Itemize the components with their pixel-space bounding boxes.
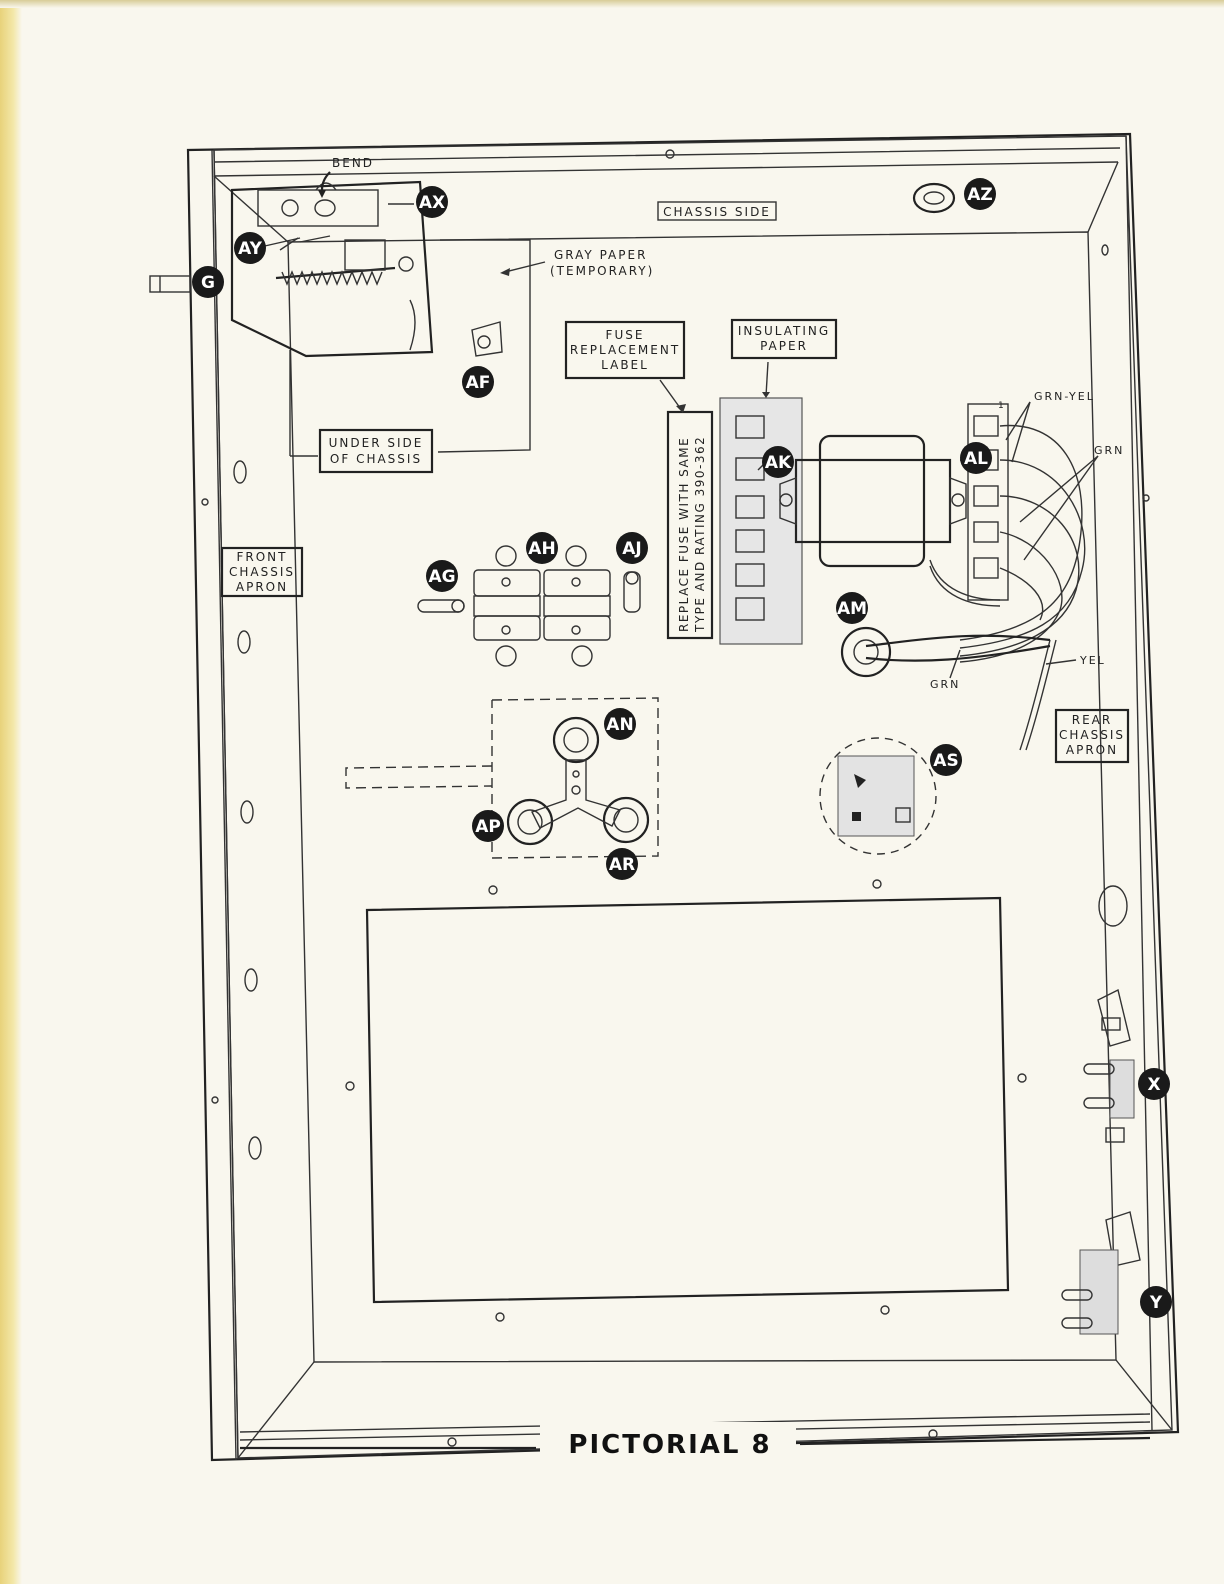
- callout-as: AS: [930, 744, 962, 776]
- small-bracket: [472, 322, 502, 356]
- control-bracket: [232, 172, 432, 356]
- gray-paper-label: GRAY PAPER: [554, 248, 647, 262]
- callout-am: AM: [836, 592, 868, 624]
- callout-an-text: AN: [606, 715, 633, 735]
- callout-af: AF: [462, 366, 494, 398]
- callout-ax: AX: [416, 186, 448, 218]
- gray-paper-outline: [290, 240, 545, 456]
- terminal-1-label: 1: [998, 401, 1006, 411]
- bend-label: BEND: [332, 156, 374, 170]
- callout-al-text: AL: [964, 449, 988, 469]
- insulating-paper: [720, 362, 802, 644]
- callout-aj: AJ: [616, 532, 648, 564]
- callout-ah-text: AH: [528, 539, 555, 559]
- fuse-label-line3: LABEL: [601, 358, 649, 372]
- callout-az-text: AZ: [967, 185, 992, 205]
- front-apron-label: APRON: [236, 580, 288, 594]
- under-side-label: UNDER SIDE: [329, 436, 424, 450]
- callout-ar: AR: [606, 848, 638, 880]
- callout-g: G: [192, 266, 224, 298]
- callout-ay-text: AY: [238, 239, 263, 259]
- transformer: [780, 436, 966, 566]
- chassis-cutout: [367, 898, 1008, 1302]
- callout-g-text: G: [201, 273, 215, 293]
- callout-x: X: [1138, 1068, 1170, 1100]
- fuse-type-text: TYPE AND RATING 390-362: [693, 436, 707, 633]
- callout-ak-text: AK: [765, 453, 792, 473]
- fuse-label-line1: FUSE: [606, 328, 645, 342]
- callout-an: AN: [604, 708, 636, 740]
- rear-chassis-label: CHASSIS: [1059, 728, 1125, 742]
- terminal-y: [1062, 1212, 1140, 1334]
- front-chassis-label: CHASSIS: [229, 565, 295, 579]
- callout-ar-text: AR: [609, 855, 635, 875]
- page-title: PICTORIAL 8: [568, 1430, 771, 1460]
- grommet: [914, 184, 954, 212]
- callout-ay: AY: [234, 232, 266, 264]
- callout-y: Y: [1140, 1286, 1172, 1318]
- callout-al: AL: [960, 442, 992, 474]
- callout-az: AZ: [964, 178, 996, 210]
- front-label: FRONT: [237, 550, 288, 564]
- grn-label-top: GRN: [1094, 444, 1124, 457]
- callout-ap-text: AP: [475, 817, 501, 837]
- callout-aj-text: AJ: [622, 539, 641, 559]
- callout-am-text: AM: [837, 599, 867, 619]
- callout-af-text: AF: [466, 373, 491, 393]
- label-boxes: [222, 202, 1128, 762]
- rear-apron-label: APRON: [1066, 743, 1118, 757]
- callout-as-text: AS: [933, 751, 958, 771]
- fuse-label-line2: REPLACEMENT: [570, 343, 680, 357]
- gray-paper-temporary-label: (TEMPORARY): [550, 264, 654, 278]
- callout-ag: AG: [426, 560, 458, 592]
- grn-yel-label: GRN-YEL: [1034, 390, 1095, 403]
- callout-ax-text: AX: [419, 193, 445, 213]
- callout-ag-text: AG: [428, 567, 455, 587]
- of-chassis-label: OF CHASSIS: [330, 452, 422, 466]
- shaft: [150, 276, 190, 292]
- insulating-label: INSULATING: [738, 324, 830, 338]
- callout-ah: AH: [526, 532, 558, 564]
- chassis-side-label: CHASSIS SIDE: [663, 205, 771, 219]
- callout-ap: AP: [472, 810, 504, 842]
- fuse-replace-text: REPLACE FUSE WITH SAME: [677, 437, 691, 632]
- rear-label: REAR: [1072, 713, 1112, 727]
- terminal-strip-right: [930, 402, 1098, 750]
- tube-socket: [820, 738, 936, 854]
- grn-label-bottom: GRN: [930, 678, 960, 691]
- callout-y-text: Y: [1149, 1293, 1163, 1313]
- callout-ak: AK: [762, 446, 794, 478]
- callout-x-text: X: [1147, 1075, 1160, 1095]
- paper-label: PAPER: [760, 339, 808, 353]
- yel-label: YEL: [1079, 654, 1106, 667]
